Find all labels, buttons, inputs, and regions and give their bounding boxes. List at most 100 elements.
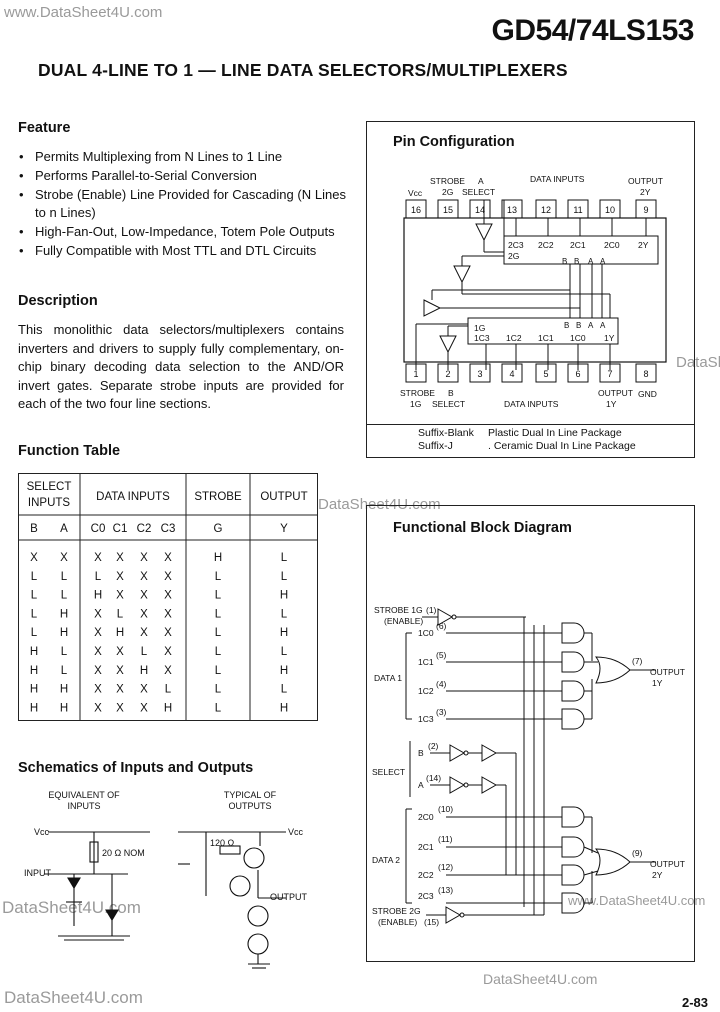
ft-cell: X xyxy=(94,684,102,696)
typical-label-2: OUTPUTS xyxy=(228,801,271,811)
blk-la1: A xyxy=(588,321,594,330)
pin-box-top xyxy=(405,199,427,219)
blk-1c3: 1C3 xyxy=(474,333,490,343)
ft-cell: L xyxy=(215,646,222,658)
ft-cell: H xyxy=(30,702,38,714)
blk-b2: B xyxy=(574,257,579,266)
ft-cell: H xyxy=(214,552,222,564)
blk-a1: A xyxy=(588,257,594,266)
ft-cell: X xyxy=(94,627,102,639)
ft-cell: L xyxy=(281,608,288,620)
ft-head-output: OUTPUT xyxy=(260,491,307,503)
ft-cell: L xyxy=(215,665,222,677)
ft-cell: L xyxy=(141,646,148,658)
ft-cell: X xyxy=(164,646,172,658)
bd-2c2: 2C2 xyxy=(418,870,434,880)
ft-cell: L xyxy=(281,571,288,583)
lbl-strobe-bottom: STROBE xyxy=(400,388,435,398)
bd-1c1-pin: (5) xyxy=(436,650,447,660)
ft-cell: X xyxy=(116,646,124,658)
equiv-label-2: INPUTS xyxy=(67,801,100,811)
pin-number-top: 9 xyxy=(643,205,648,215)
ft-cell: H xyxy=(30,646,38,658)
watermark-bottom-right-1: www.DataSheet4U.com xyxy=(568,893,706,908)
ft-cell: X xyxy=(94,552,102,564)
pin-number-top: 13 xyxy=(507,205,517,215)
ft-cell: X xyxy=(116,665,124,677)
ft-cell: L xyxy=(215,590,222,602)
part-number: GD54/74LS153 xyxy=(491,14,695,47)
blk-lb1: B xyxy=(564,321,569,330)
ft-cell: X xyxy=(164,590,172,602)
lbl-output-top: OUTPUT xyxy=(628,176,663,186)
feature-list: Permits Multiplexing from N Lines to 1 L… xyxy=(18,148,346,261)
blk-2c1: 2C1 xyxy=(570,240,586,250)
blk-2c2: 2C2 xyxy=(538,240,554,250)
ft-cell: H xyxy=(280,665,288,677)
ft-cell: H xyxy=(30,684,38,696)
block-diagram: STROBE 1G (ENABLE) (1) DATA 1 1C0 (6) 1C… xyxy=(372,605,685,927)
bd-pin1: (1) xyxy=(426,605,437,615)
bd-1c3-pin: (3) xyxy=(436,707,447,717)
ft-cell: X xyxy=(140,684,148,696)
ft-cell: L xyxy=(281,646,288,658)
blk-1c2: 1C2 xyxy=(506,333,522,343)
ft-head-select-2: INPUTS xyxy=(28,497,71,509)
ft-subhead-cell: B xyxy=(30,523,38,535)
bd-sel-a-pin: (14) xyxy=(426,773,441,783)
bd-1c3: 1C3 xyxy=(418,714,434,724)
blk-la2: A xyxy=(600,321,606,330)
watermark-bottom-right-2: DataSheet4U.com xyxy=(483,971,598,987)
ft-cell: L xyxy=(215,627,222,639)
blk-1c0: 1C0 xyxy=(570,333,586,343)
function-table-heading: Function Table xyxy=(18,443,121,459)
pin-box-top xyxy=(437,199,459,219)
pin-number-bottom: 7 xyxy=(607,369,612,379)
ft-subhead-cell: C1 xyxy=(113,523,128,535)
ft-cell: X xyxy=(94,665,102,677)
ft-cell: L xyxy=(281,684,288,696)
ft-cell: L xyxy=(61,665,68,677)
typical-label-1: TYPICAL OF xyxy=(224,790,277,800)
ft-cell: H xyxy=(60,627,68,639)
ft-cell: X xyxy=(140,552,148,564)
block-diagram-panel xyxy=(366,505,695,962)
feature-item: Strobe (Enable) Line Provided for Cascad… xyxy=(18,186,346,224)
bd-1c2-pin: (4) xyxy=(436,679,447,689)
bd-out1-name: 1Y xyxy=(652,678,663,688)
description-heading: Description xyxy=(18,293,98,309)
pin-number-bottom: 1 xyxy=(413,369,418,379)
bd-sel-a: A xyxy=(418,780,424,790)
schematics-heading: Schematics of Inputs and Outputs xyxy=(18,760,254,776)
ft-cell: L xyxy=(61,571,68,583)
lbl-data-inputs-bottom: DATA INPUTS xyxy=(504,399,559,409)
lbl-select-bottom: SELECT xyxy=(432,399,465,409)
ft-cell: L xyxy=(165,684,172,696)
pin-box-bottom xyxy=(501,363,523,383)
feature-item: Performs Parallel-to-Serial Conversion xyxy=(18,167,346,186)
bd-2c2-pin: (12) xyxy=(438,862,453,872)
ft-cell: L xyxy=(215,702,222,714)
pin-number-top: 10 xyxy=(605,205,615,215)
page-number: 2-83 xyxy=(681,995,708,1010)
feature-item: High-Fan-Out, Low-Impedance, Totem Pole … xyxy=(18,223,346,242)
ft-cell: H xyxy=(280,590,288,602)
ft-subhead-cell: C2 xyxy=(137,523,152,535)
resistor-out-label: 120 Ω xyxy=(210,838,235,848)
bd-out1-pin: (7) xyxy=(632,656,643,666)
bd-1c0: 1C0 xyxy=(418,628,434,638)
blk-lb2: B xyxy=(576,321,581,330)
ft-cell: X xyxy=(164,665,172,677)
ft-cell: L xyxy=(95,571,102,583)
ft-cell: L xyxy=(61,590,68,602)
ft-cell: X xyxy=(140,590,148,602)
ft-cell: H xyxy=(60,684,68,696)
bd-2c1-pin: (11) xyxy=(438,834,453,844)
ft-head-data: DATA INPUTS xyxy=(96,491,170,503)
